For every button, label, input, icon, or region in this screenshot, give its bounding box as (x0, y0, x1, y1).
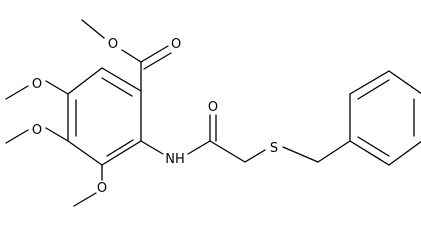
label-s-thioether: S (270, 141, 278, 156)
amide-thioether-chain (140, 114, 351, 163)
phenyl-bond-3 (388, 70, 421, 95)
bond-nh-carbonyl (187, 140, 211, 155)
bond-carbonyl-ch2 (209, 140, 246, 163)
label-o-methoxy-5: O (32, 77, 42, 92)
ring-bond-c1-c6 (101, 67, 142, 92)
phenyl-double-1 (357, 79, 390, 100)
label-o-ester-single: O (108, 37, 118, 52)
bond-methoxy4-methyl (5, 129, 29, 144)
ring-bond-c3-c2 (101, 140, 142, 166)
benzoate-ring (67, 67, 142, 166)
bond-s-benzyl-ch2 (282, 146, 319, 163)
phenyl-bond-6 (349, 140, 390, 166)
bond-carbonyl-ester-o (121, 49, 142, 63)
bond-methoxy3-methyl (73, 192, 97, 207)
structure-canvas: O O O O O O NH S (5, 19, 421, 207)
bond-ester-o-methyl (81, 19, 105, 39)
ring-bond-c4-c3 (67, 140, 103, 166)
bond-c4-o-methoxy (45, 127, 69, 142)
ring-double-c1-c6 (101, 77, 133, 97)
methyl-ester-group (81, 19, 172, 92)
label-o-amide: O (208, 100, 218, 115)
molecule-drawing: O O O O O O NH S (5, 19, 421, 207)
ring-bond-c6-c5 (67, 67, 103, 95)
bond-methoxy5-methyl (5, 85, 29, 100)
label-nh-amide: NH (165, 152, 185, 167)
phenyl-bond-5 (388, 140, 421, 166)
ring-double-c3-c2 (106, 139, 134, 157)
methoxy-groups (5, 80, 103, 207)
atom-labels: O O O O O O NH S (32, 37, 278, 196)
bond-benzyl-ch2-phenyl (317, 140, 351, 163)
bond-carbonyl-o-double (143, 52, 172, 70)
label-o-methoxy-4: O (32, 123, 42, 138)
bond-ch2-s (244, 149, 266, 163)
phenyl-double-3 (357, 136, 390, 157)
label-o-methoxy-3: O (97, 181, 107, 196)
bond-carbonyl-o (140, 45, 169, 63)
phenyl-ring (349, 70, 421, 166)
bond-c2-nh (140, 140, 164, 155)
label-o-ester-carbonyl: O (171, 37, 181, 52)
bond-c5-o-methoxy (45, 80, 69, 95)
phenyl-bond-2 (349, 70, 390, 95)
